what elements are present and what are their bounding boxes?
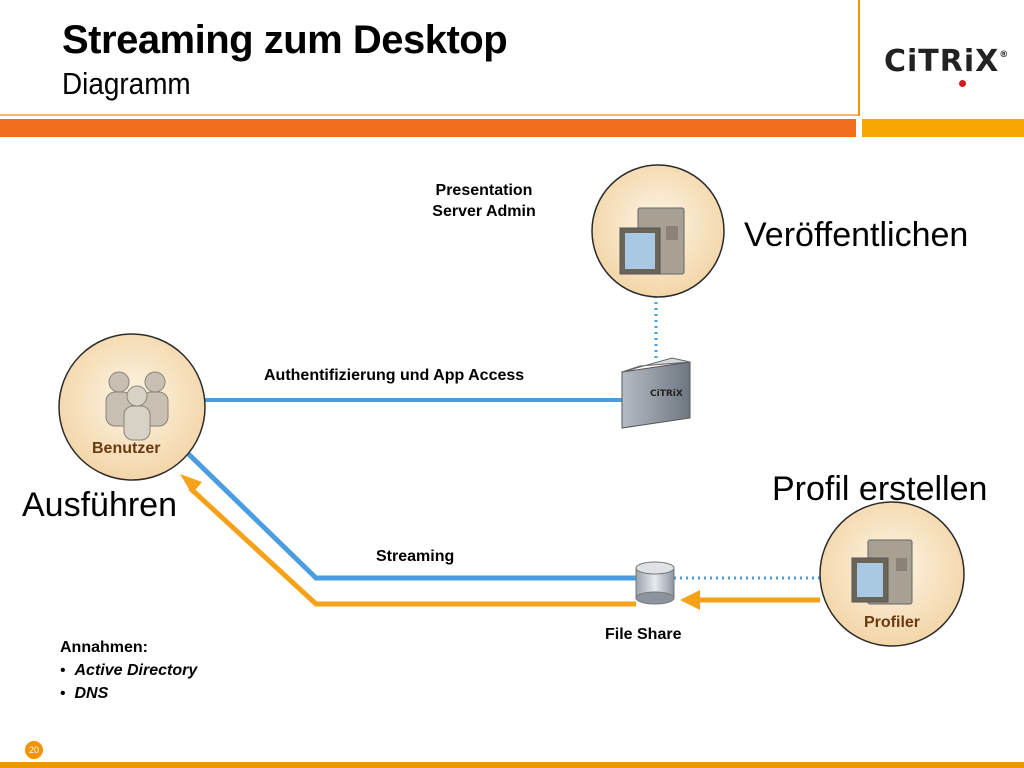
assumption-text: Active Directory — [74, 662, 198, 679]
profile-create-label: Profil erstellen — [772, 470, 988, 508]
citrix-logo-text: CiTRiX — [884, 44, 1000, 79]
citrix-server-badge: CiTRiX — [650, 389, 683, 399]
users-icon — [105, 371, 169, 441]
registered-mark: ® — [999, 50, 1010, 60]
file-share-icon — [635, 561, 675, 605]
profiler-label: Profiler — [864, 614, 921, 631]
header-band-left — [0, 119, 856, 137]
footer-line — [0, 762, 1024, 768]
streaming-line — [168, 434, 636, 581]
logo-dot-icon — [959, 80, 966, 87]
execute-arrow-head — [180, 474, 202, 494]
file-share-label: File Share — [605, 626, 682, 643]
profiler-server-icon — [851, 539, 913, 605]
page-title: Streaming zum Desktop — [62, 18, 508, 62]
execute-return-path — [188, 486, 636, 607]
execute-label: Ausführen — [22, 486, 177, 524]
users-label: Benutzer — [92, 440, 161, 457]
admin-label-line2: Server Admin — [432, 203, 536, 220]
admin-label-line1: Presentation — [435, 182, 533, 199]
profile-arrow-head — [680, 590, 700, 610]
page-subtitle: Diagramm — [62, 66, 191, 101]
auth-label: Authentifizierung und App Access — [264, 367, 525, 384]
assumptions-heading: Annahmen: — [60, 639, 148, 656]
assumption-item: • Active Directory — [60, 662, 198, 679]
header-divider-horizontal — [0, 114, 858, 116]
header-divider-vertical — [858, 0, 860, 116]
header-band-right — [862, 119, 1024, 137]
admin-server-icon — [619, 207, 685, 275]
assumption-text: DNS — [74, 685, 109, 702]
page-number-badge: 20 — [25, 741, 43, 759]
assumptions-block: Annahmen: • Active Directory • DNS — [60, 636, 197, 705]
citrix-server-icon — [621, 357, 691, 429]
publish-label: Veröffentlichen — [744, 216, 969, 254]
assumption-item: • DNS — [60, 685, 109, 702]
citrix-logo: CiTRiX® — [884, 44, 1009, 79]
admin-label: Presentation Server Admin — [420, 180, 548, 222]
streaming-label: Streaming — [376, 548, 455, 565]
